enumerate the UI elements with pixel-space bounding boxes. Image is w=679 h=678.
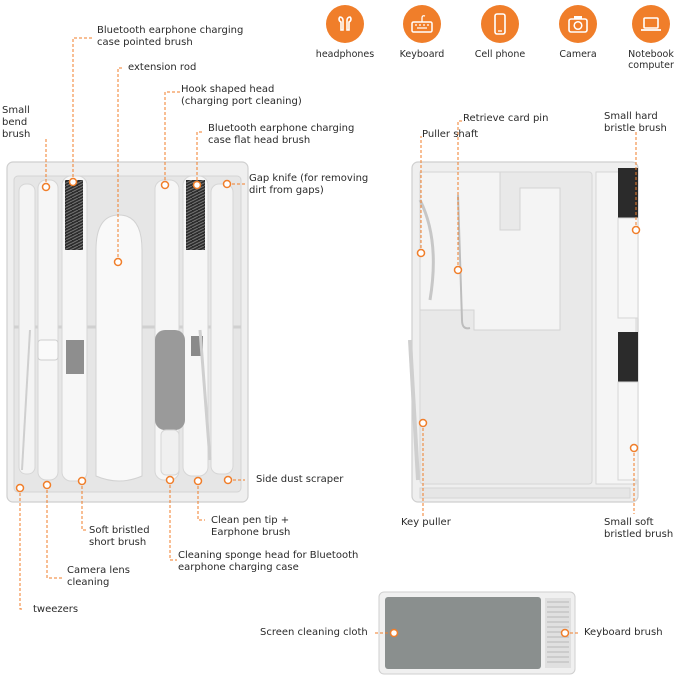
label-keyboard-brush: Keyboard brush	[584, 627, 663, 638]
label-gap-knife: Gap knife (for removing dirt from gaps)	[249, 173, 369, 196]
feature-camera: Camera	[546, 5, 610, 60]
callout-dots	[15, 177, 641, 638]
feature-keyboard: Keyboard	[390, 5, 454, 60]
earbuds-icon	[326, 5, 364, 43]
leader-lines	[19, 37, 637, 634]
feature-label: Keyboard	[399, 49, 445, 60]
feature-label: Camera	[559, 49, 597, 60]
label-extension-rod: extension rod	[128, 62, 197, 73]
label-sponge-head: Cleaning sponge head for Bluetooth earph…	[178, 550, 359, 573]
label-soft-short-brush: Soft bristled short brush	[89, 525, 150, 548]
label-small-bend-brush: Small bend brush	[2, 105, 31, 140]
feature-label: headphones	[315, 49, 375, 60]
feature-label: Notebook computer	[628, 49, 674, 71]
label-soft-brush: Small soft bristled brush	[604, 517, 674, 540]
label-puller-shaft: Puller shaft	[422, 129, 479, 140]
label-card-pin: Retrieve card pin	[463, 113, 549, 124]
feature-headphones: headphones	[313, 5, 377, 60]
feature-cell-phone: Cell phone	[468, 5, 532, 60]
label-hard-brush: Small hard bristle brush	[604, 111, 667, 134]
label-flat-head-brush: Bluetooth earphone charging case flat he…	[208, 123, 355, 146]
cloth-brush-tool	[378, 591, 576, 675]
label-pen-tip: Clean pen tip + Earphone brush	[211, 515, 291, 538]
label-lens-cleaning: Camera lens cleaning	[67, 565, 130, 588]
label-key-puller: Key puller	[401, 517, 451, 528]
right-case	[408, 161, 639, 503]
label-pointed-brush: Bluetooth earphone charging case pointed…	[97, 25, 244, 48]
laptop-icon	[632, 5, 670, 43]
feature-label: Cell phone	[474, 49, 526, 60]
camera-icon	[559, 5, 597, 43]
phone-icon	[481, 5, 519, 43]
label-side-scraper: Side dust scraper	[256, 474, 344, 485]
label-cloth: Screen cleaning cloth	[260, 627, 368, 638]
feature-notebook: Notebook computer	[623, 5, 679, 71]
label-hook-head: Hook shaped head (charging port cleaning…	[181, 84, 302, 107]
label-tweezers: tweezers	[33, 604, 79, 615]
left-case	[6, 161, 249, 503]
keyboard-icon	[403, 5, 441, 43]
